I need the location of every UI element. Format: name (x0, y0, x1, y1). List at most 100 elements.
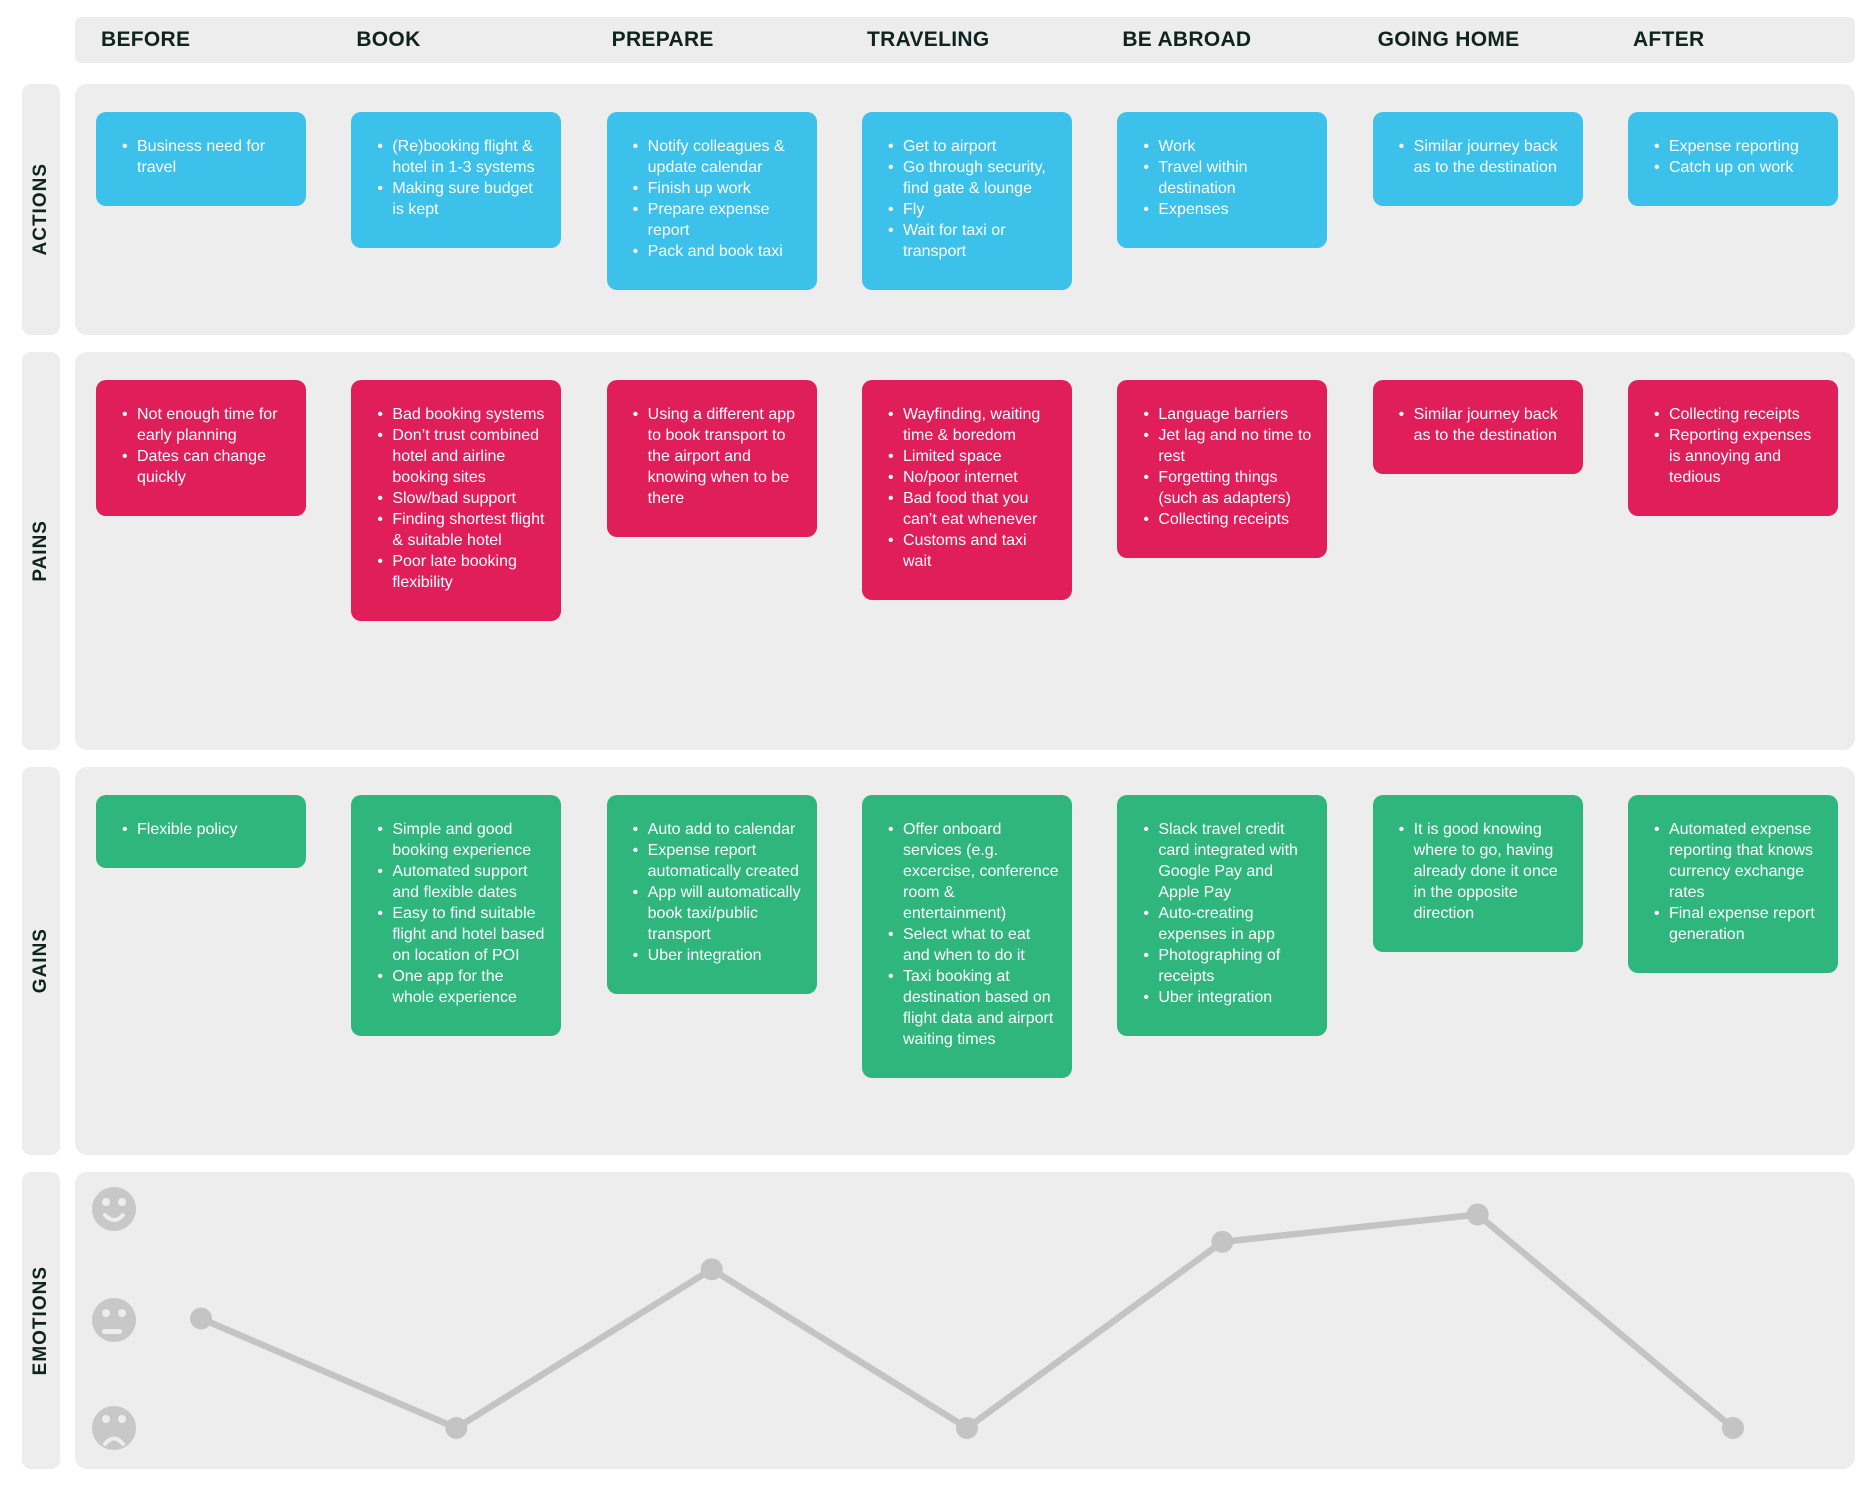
card-gains-be-abroad: Slack travel credit card integrated with… (1117, 795, 1328, 1036)
card-pains-going-home: Similar journey back as to the destinati… (1372, 380, 1583, 474)
row-label-emotions: EMOTIONS (30, 1265, 51, 1376)
card-bullet-list: Get to airportGo through security, find … (862, 112, 1072, 290)
bullet-item: Collecting receipts (1143, 509, 1314, 530)
card-pains-book: Bad booking systemsDon’t trust combined … (351, 380, 562, 621)
row-label-strip-actions: ACTIONS (22, 84, 60, 335)
row-label-actions: ACTIONS (30, 163, 51, 256)
card-bullet-list: Collecting receiptsReporting expenses is… (1628, 380, 1838, 516)
bullet-item: Easy to find suitable flight and hotel b… (377, 903, 548, 966)
card-bullet-list: Offer onboard services (e.g. excercise, … (862, 795, 1072, 1078)
emotion-point-after (1721, 1417, 1744, 1439)
bullet-item: Using a different app to book transport … (633, 404, 804, 509)
bullet-item: Finding shortest flight & suitable hotel (377, 509, 548, 551)
bullet-item: Travel within destination (1143, 157, 1314, 199)
pains-cards-grid: Not enough time for early planningDates … (96, 380, 1838, 621)
card-bullet-list: Business need for travel (96, 112, 306, 206)
card-actions-be-abroad: WorkTravel within destinationExpenses (1117, 112, 1328, 248)
card-gains-book: Simple and good booking experienceAutoma… (351, 795, 562, 1036)
column-header-book: BOOK (356, 28, 421, 51)
emotion-point-book (445, 1417, 468, 1439)
card-actions-book: (Re)booking flight & hotel in 1-3 system… (351, 112, 562, 248)
bullet-item: Limited space (888, 446, 1059, 467)
bullet-item: Auto-creating expenses in app (1143, 903, 1314, 945)
emotions-line-chart (92, 1187, 1744, 1450)
card-gains-prepare: Auto add to calendarExpense report autom… (606, 795, 817, 994)
card-bullet-list: Similar journey back as to the destinati… (1373, 380, 1583, 474)
bullet-item: Get to airport (888, 136, 1059, 157)
bullet-item: Slow/bad support (377, 488, 548, 509)
bullet-item: It is good knowing where to go, having a… (1399, 819, 1570, 924)
bullet-item: Flexible policy (122, 819, 293, 840)
bullet-item: Poor late booking flexibility (377, 551, 548, 593)
pains-panel: Not enough time for early planningDates … (75, 352, 1855, 750)
bullet-item: Wayfinding, waiting time & boredom (888, 404, 1059, 446)
bullet-item: Slack travel credit card integrated with… (1143, 819, 1314, 903)
bullet-item: Work (1143, 136, 1314, 157)
row-label-strip-gains: GAINS (22, 767, 60, 1155)
card-actions-traveling: Get to airportGo through security, find … (861, 112, 1072, 290)
bullet-item: Select what to eat and when to do it (888, 924, 1059, 966)
bullet-item: Automated expense reporting that knows c… (1654, 819, 1825, 903)
card-bullet-list: Expense reportingCatch up on work (1628, 112, 1838, 206)
bullet-item: Don’t trust combined hotel and airline b… (377, 425, 548, 488)
card-bullet-list: Language barriersJet lag and no time to … (1117, 380, 1327, 558)
card-bullet-list: Simple and good booking experienceAutoma… (351, 795, 561, 1036)
card-bullet-list: Not enough time for early planningDates … (96, 380, 306, 516)
card-bullet-list: Wayfinding, waiting time & boredomLimite… (862, 380, 1072, 600)
card-actions-going-home: Similar journey back as to the destinati… (1372, 112, 1583, 206)
card-bullet-list: Automated expense reporting that knows c… (1628, 795, 1838, 973)
card-actions-prepare: Notify colleagues & update calendarFinis… (606, 112, 817, 290)
card-bullet-list: (Re)booking flight & hotel in 1-3 system… (351, 112, 561, 248)
bullet-item: Language barriers (1143, 404, 1314, 425)
column-header-traveling: TRAVELING (866, 28, 990, 51)
card-bullet-list: Using a different app to book transport … (607, 380, 817, 537)
sad-face-icon (92, 1406, 136, 1450)
bullet-item: Notify colleagues & update calendar (633, 136, 804, 178)
actions-panel: Business need for travel (Re)booking flig… (75, 84, 1855, 335)
bullet-item: Wait for taxi or transport (888, 220, 1059, 262)
bullet-item: Automated support and flexible dates (377, 861, 548, 903)
row-label-strip-emotions: EMOTIONS (22, 1172, 60, 1469)
gains-panel: Flexible policy Simple and good booking e… (75, 767, 1855, 1155)
card-gains-going-home: It is good knowing where to go, having a… (1372, 795, 1583, 952)
bullet-item: Pack and book taxi (633, 241, 804, 262)
column-header-before: BEFORE (101, 28, 191, 51)
happy-face-icon (92, 1187, 136, 1231)
card-bullet-list: WorkTravel within destinationExpenses (1117, 112, 1327, 248)
emotion-point-traveling (955, 1417, 978, 1439)
card-bullet-list: Similar journey back as to the destinati… (1373, 112, 1583, 206)
card-pains-traveling: Wayfinding, waiting time & boredomLimite… (861, 380, 1072, 600)
emotions-panel (75, 1172, 1855, 1469)
card-bullet-list: Auto add to calendarExpense report autom… (607, 795, 817, 994)
card-pains-be-abroad: Language barriersJet lag and no time to … (1117, 380, 1328, 558)
bullet-item: Bad food that you can’t eat whenever (888, 488, 1059, 530)
bullet-item: No/poor internet (888, 467, 1059, 488)
emotion-curve (197, 1211, 1737, 1432)
bullet-item: Uber integration (633, 945, 804, 966)
bullet-item: Expenses (1143, 199, 1314, 220)
card-pains-prepare: Using a different app to book transport … (606, 380, 817, 537)
bullet-item: Similar journey back as to the destinati… (1399, 136, 1570, 178)
emotion-point-be-abroad (1211, 1230, 1234, 1253)
column-header-going-home: GOING HOME (1377, 28, 1520, 51)
row-label-pains: PAINS (30, 520, 51, 582)
bullet-item: Uber integration (1143, 987, 1314, 1008)
card-actions-after: Expense reportingCatch up on work (1627, 112, 1838, 206)
gains-cards-grid: Flexible policy Simple and good booking e… (96, 795, 1838, 1078)
card-bullet-list: Notify colleagues & update calendarFinis… (607, 112, 817, 290)
column-header-after: AFTER (1632, 28, 1705, 51)
bullet-item: Bad booking systems (377, 404, 548, 425)
emotion-point-before (190, 1307, 212, 1330)
card-pains-before: Not enough time for early planningDates … (96, 380, 306, 516)
actions-cards-grid: Business need for travel (Re)booking flig… (96, 112, 1838, 290)
bullet-item: Customs and taxi wait (888, 530, 1059, 572)
bullet-item: Catch up on work (1654, 157, 1825, 178)
bullet-item: Expense report automatically created (633, 840, 804, 882)
card-gains-traveling: Offer onboard services (e.g. excercise, … (861, 795, 1072, 1078)
bullet-item: (Re)booking flight & hotel in 1-3 system… (377, 136, 548, 178)
bullet-item: Forgetting things (such as adapters) (1143, 467, 1314, 509)
bullet-item: Taxi booking at destination based on fli… (888, 966, 1059, 1050)
card-gains-before: Flexible policy (96, 795, 306, 868)
bullet-item: Making sure budget is kept (377, 178, 548, 220)
card-gains-after: Automated expense reporting that knows c… (1627, 795, 1838, 973)
